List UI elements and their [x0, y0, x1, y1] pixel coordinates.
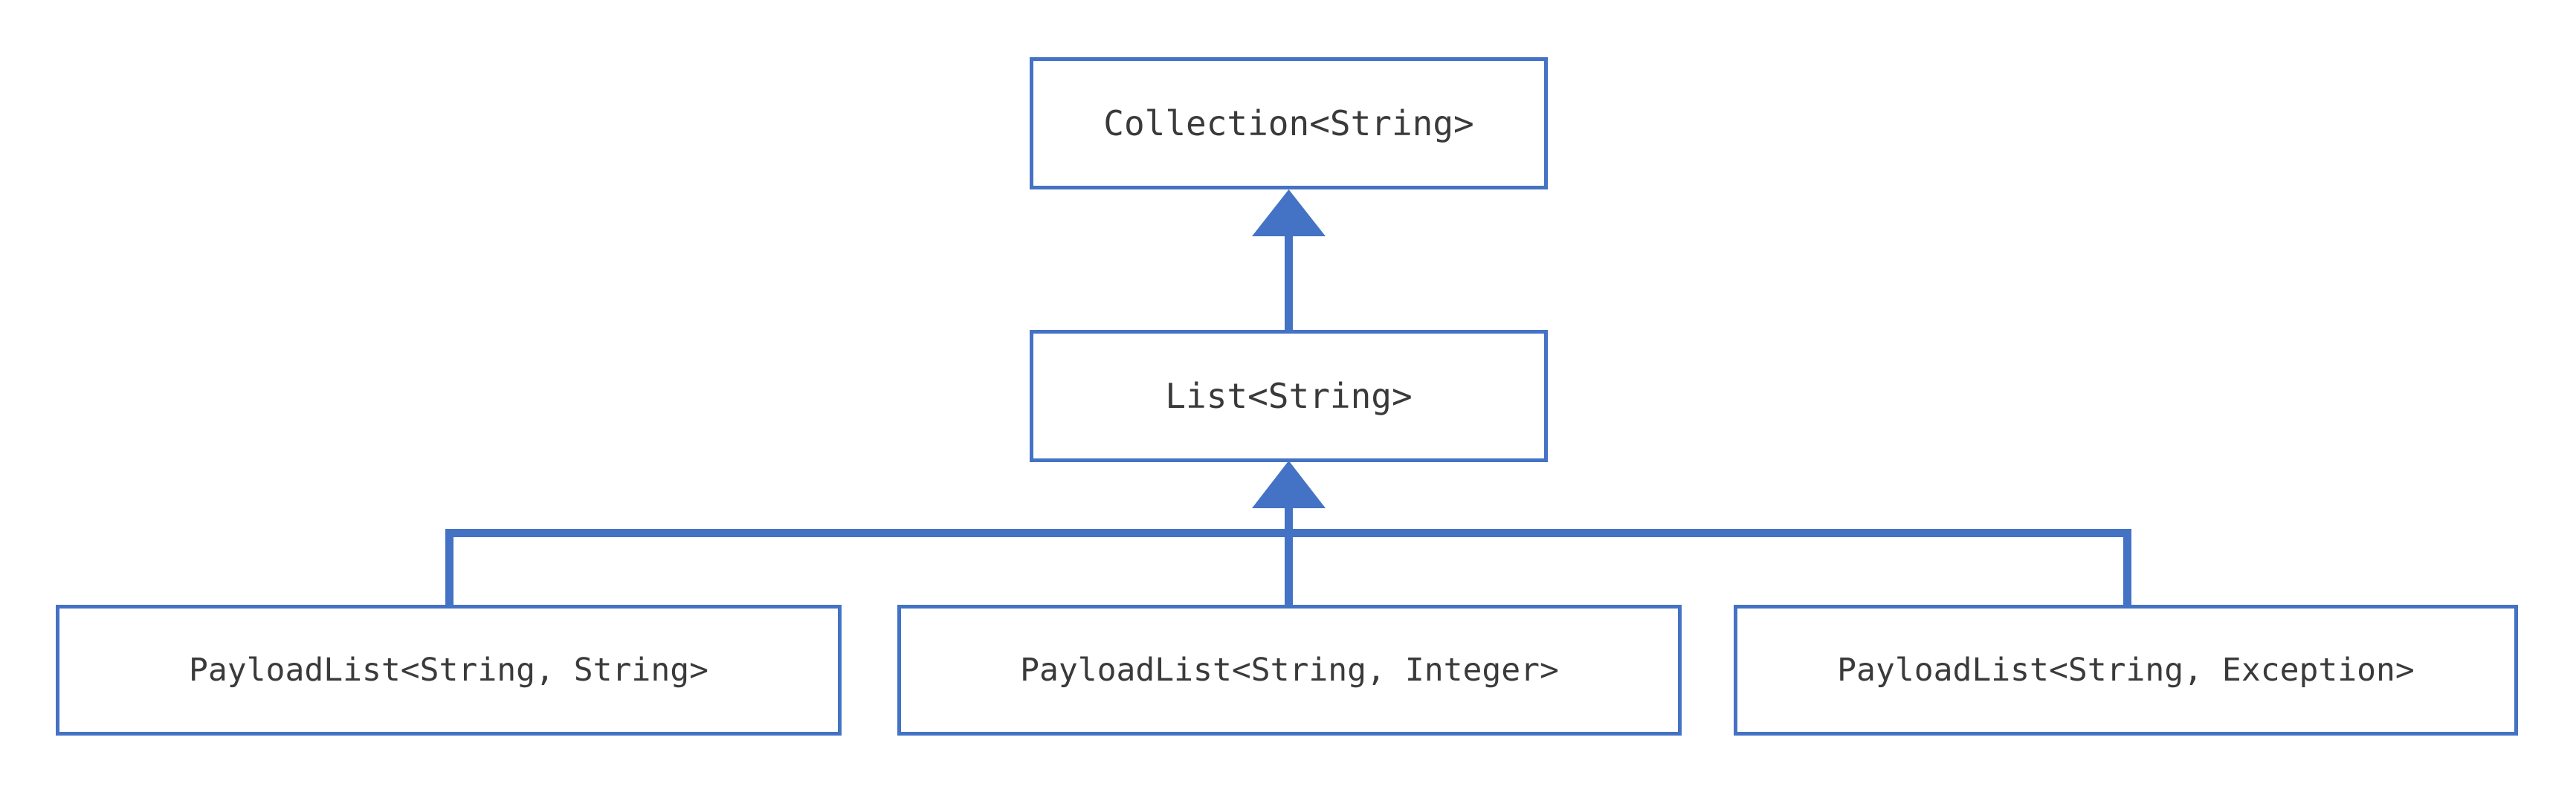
edge-payloads-to-list — [445, 461, 2131, 605]
class-box-collection-label: Collection<String> — [1103, 103, 1474, 143]
class-box-list-label: List<String> — [1165, 376, 1413, 416]
edge-payloads-to-list-arrowhead — [1252, 461, 1326, 508]
class-box-payload-integer-label: PayloadList<String, Integer> — [1020, 652, 1559, 689]
class-box-payload-exception[interactable]: PayloadList<String, Exception> — [1734, 605, 2518, 736]
class-box-payload-string-label: PayloadList<String, String> — [189, 652, 708, 689]
class-box-list[interactable]: List<String> — [1030, 330, 1548, 462]
class-box-payload-string[interactable]: PayloadList<String, String> — [56, 605, 842, 736]
class-box-payload-integer[interactable]: PayloadList<String, Integer> — [897, 605, 1682, 736]
class-box-payload-exception-label: PayloadList<String, Exception> — [1837, 652, 2415, 689]
class-box-collection[interactable]: Collection<String> — [1030, 57, 1548, 189]
edge-list-to-collection — [1252, 189, 1326, 330]
edge-list-to-collection-arrowhead — [1252, 189, 1326, 236]
